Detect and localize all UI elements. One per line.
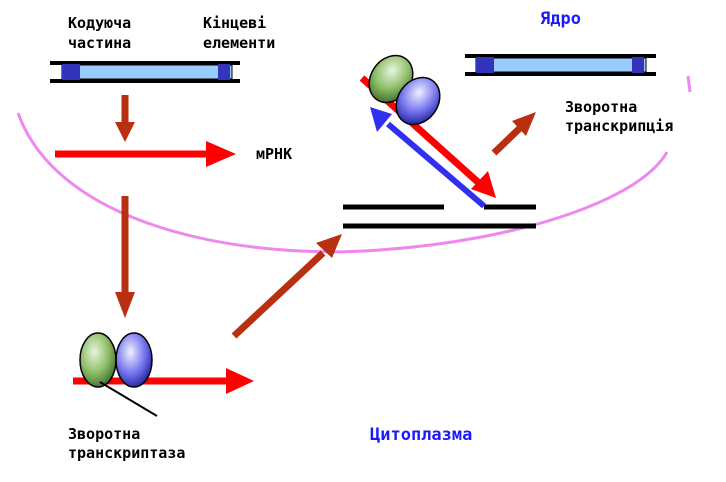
terminal-element-right (218, 64, 230, 80)
mrna-label: мРНК (256, 145, 293, 163)
export-arrow (115, 196, 135, 318)
terminal-elements-label-line1: Кінцеві (203, 14, 267, 32)
enzyme-green-cytoplasm (79, 332, 117, 388)
nucleus-label: Ядро (540, 9, 581, 29)
mrna-arrow (55, 141, 236, 167)
reverse-transcriptase-pointer (99, 381, 158, 417)
terminal-element-left (62, 64, 80, 80)
reverse-transcription-label-line2: транскрипція (565, 117, 674, 135)
target-dna (343, 204, 536, 229)
import-arrow (231, 234, 342, 339)
cytoplasm-label: Цитоплазма (370, 425, 473, 445)
retrotransposon-dna-integrated (465, 54, 656, 76)
terminal-elements-label-line2: елементи (203, 34, 276, 52)
reverse-transcriptase-label-line2: транскриптаза (68, 444, 186, 462)
reverse-transcription-label-line1: Зворотна (565, 98, 638, 116)
reverse-transcriptase-label-line1: Зворотна (68, 425, 141, 443)
nuclear-membrane-fragment (686, 75, 692, 93)
coding-part-label-line1: Кодуюча (68, 14, 132, 32)
retrotransposon-dna-left (50, 61, 240, 83)
coding-part-label-line2: частина (68, 34, 132, 52)
enzyme-blue-nucleus (395, 76, 441, 126)
enzyme-blue-cytoplasm (115, 332, 153, 388)
integration-arrow (491, 112, 536, 156)
transcription-arrow (115, 95, 135, 142)
nuclear-membrane (16, 112, 669, 254)
reverse-transcription-blue-strand (370, 107, 486, 209)
